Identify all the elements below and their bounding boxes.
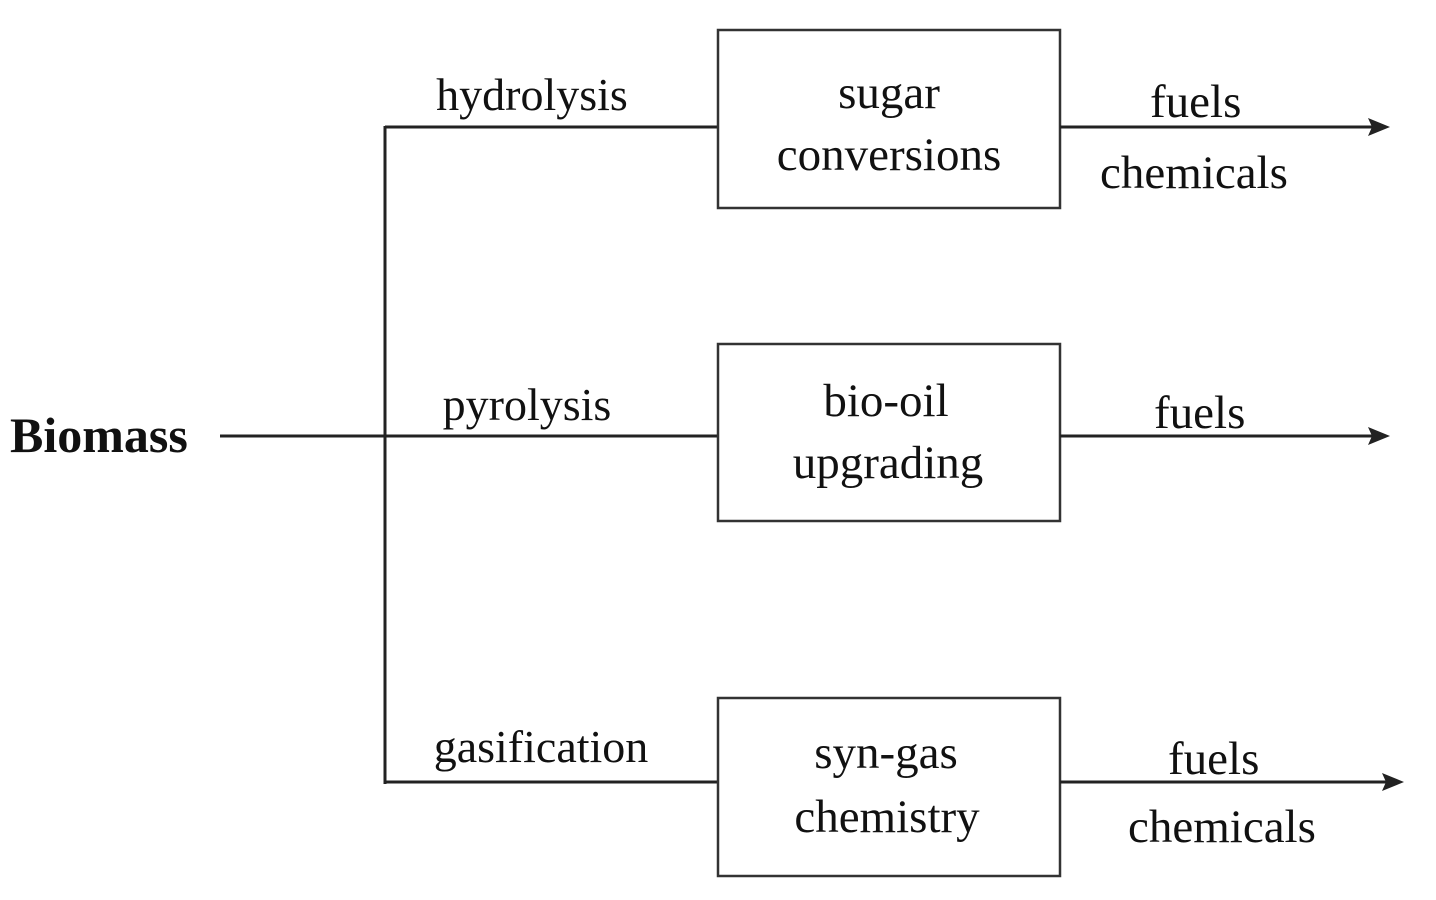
box-line-1: sugar: [838, 67, 940, 119]
box-line-2: conversions: [777, 129, 1002, 181]
process-box-syn-gas-chemistry: [716, 696, 1062, 878]
pathway-pyrolysis: pyrolysis bio-oil upgrading fuels: [385, 342, 1390, 523]
arrowhead-icon: [1368, 427, 1390, 445]
process-label-pyrolysis: pyrolysis: [443, 379, 612, 430]
pathway-gasification: gasification syn-gas chemistry fuels che…: [385, 696, 1404, 878]
process-box-bio-oil-upgrading: [716, 342, 1062, 523]
box-line-2: chemistry: [794, 791, 980, 843]
box-line-1: bio-oil: [823, 375, 948, 427]
box-line-2: upgrading: [793, 437, 984, 489]
process-label-hydrolysis: hydrolysis: [436, 69, 628, 120]
output-label-chemicals: chemicals: [1128, 801, 1316, 853]
box-line-1: syn-gas: [814, 727, 958, 779]
process-label-gasification: gasification: [434, 721, 649, 772]
source-label: Biomass: [10, 407, 188, 463]
arrowhead-icon: [1382, 773, 1404, 791]
output-label-fuels: fuels: [1168, 733, 1259, 785]
pathway-hydrolysis: hydrolysis sugar conversions fuels chemi…: [385, 28, 1390, 210]
output-label-fuels: fuels: [1150, 76, 1241, 128]
arrowhead-icon: [1368, 118, 1390, 136]
process-box-sugar-conversions: [716, 28, 1062, 210]
output-label-fuels: fuels: [1154, 387, 1245, 439]
output-label-chemicals: chemicals: [1100, 147, 1288, 199]
